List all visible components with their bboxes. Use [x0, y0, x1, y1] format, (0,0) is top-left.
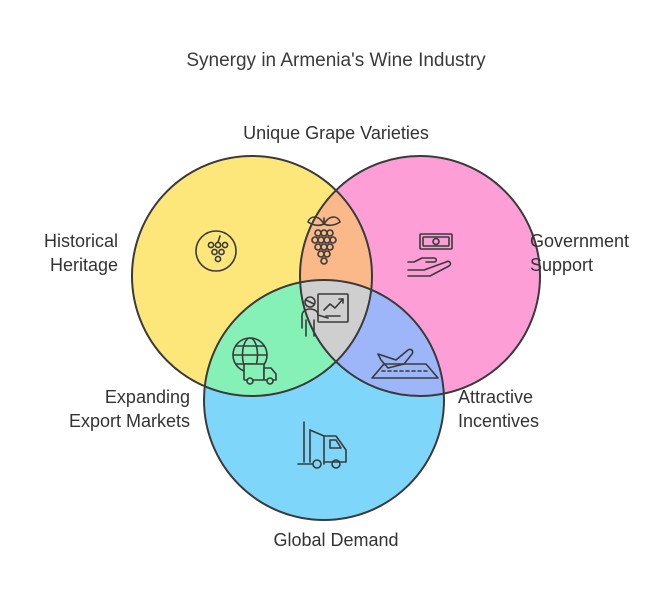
- diagram-title: Synergy in Armenia's Wine Industry: [186, 50, 486, 71]
- label-unique-grape-varieties: Unique Grape Varieties: [243, 123, 429, 143]
- plane-ticket-icon: [371, 348, 439, 379]
- label-government-support: Government Support: [530, 231, 630, 275]
- label-global-demand: Global Demand: [273, 530, 399, 550]
- grapes-icon: [307, 216, 341, 265]
- label-attractive-incentives: Attractive Incentives: [458, 387, 540, 431]
- money-hand-icon: [407, 233, 453, 277]
- globe-truck-icon: [232, 337, 277, 385]
- grape-badge-icon: [195, 230, 237, 272]
- label-historical-heritage: Historical Heritage: [43, 231, 118, 275]
- overlap-export-markets: [204, 280, 372, 396]
- label-expanding-export-markets: Expanding Export Markets: [68, 387, 190, 431]
- truck-icon: [297, 421, 347, 469]
- overlap-attractive-incentives: [300, 280, 444, 396]
- presenter-chart-icon: [301, 293, 349, 337]
